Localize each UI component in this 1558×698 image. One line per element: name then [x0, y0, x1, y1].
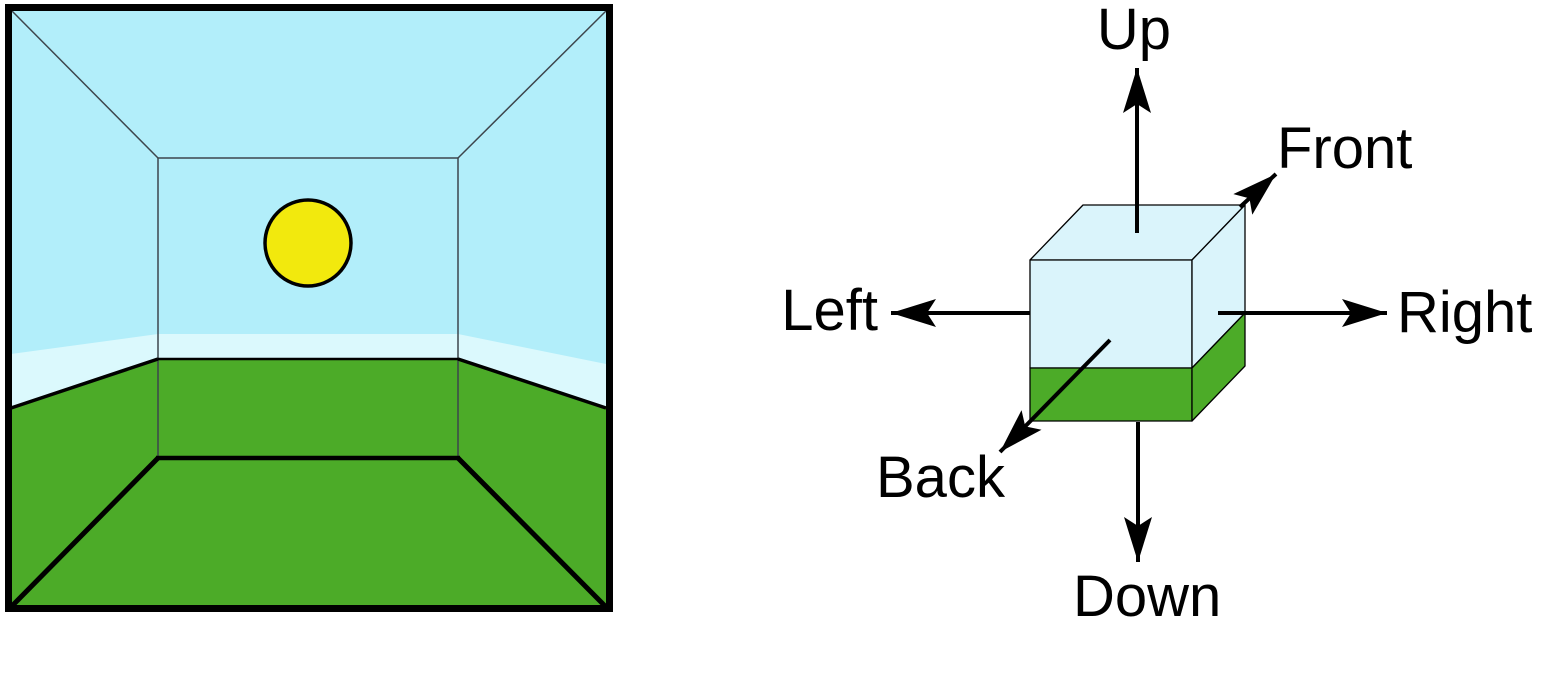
label-down: Down — [1073, 564, 1221, 629]
sun — [263, 198, 353, 288]
arrow-front — [1233, 172, 1278, 215]
label-back: Back — [876, 445, 1006, 510]
ceiling-edge-right — [457, 9, 608, 159]
floor-corner-edge-right — [456, 456, 608, 609]
left-wall-horizon-line — [10, 357, 159, 410]
direction-arrows — [891, 68, 1387, 562]
perspective-edges — [10, 9, 608, 458]
skybox-panel — [5, 4, 613, 612]
floor-seams — [9, 357, 608, 609]
label-up: Up — [1097, 0, 1171, 62]
panel-border — [5, 4, 613, 612]
grass-region — [11, 359, 606, 607]
label-left: Left — [781, 278, 878, 343]
cube-orientation-diagram: Up Front Left Right Back Down — [781, 0, 1532, 629]
ceiling-edge-left — [10, 9, 159, 159]
label-right: Right — [1397, 280, 1532, 345]
arrow-back — [998, 338, 1112, 454]
cube-front-face-sky — [1029, 259, 1193, 369]
cube-right-face-grass — [1191, 312, 1246, 422]
right-wall-horizon-line — [457, 357, 607, 410]
floor-corner-edge-left — [9, 456, 160, 609]
label-front: Front — [1277, 116, 1412, 181]
